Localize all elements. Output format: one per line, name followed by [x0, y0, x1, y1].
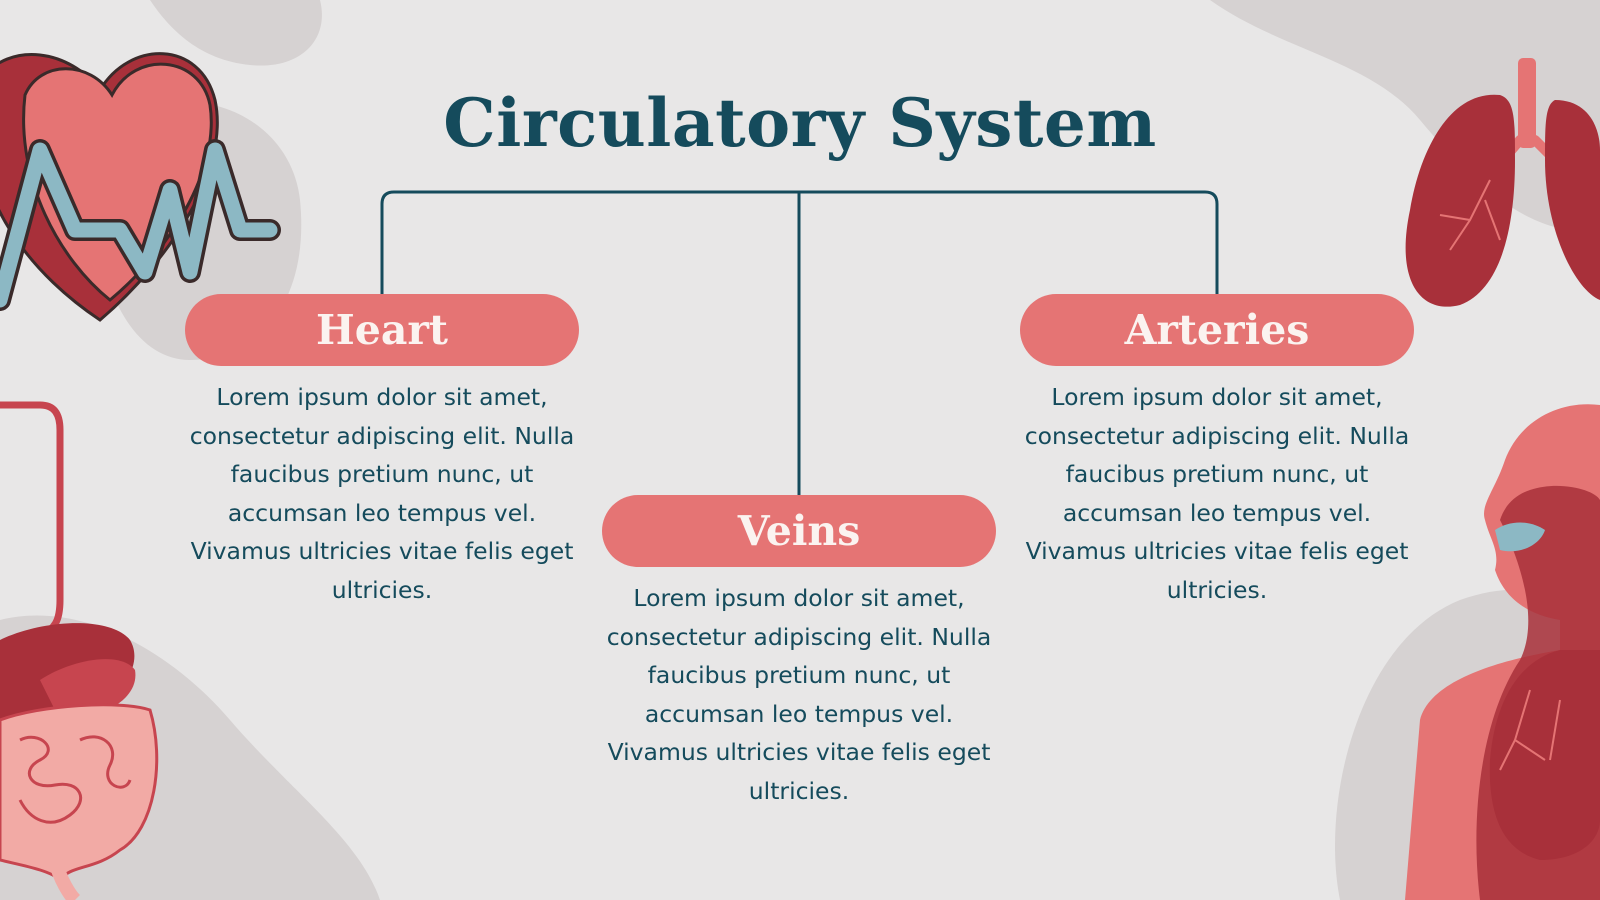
lungs-icon	[1405, 58, 1600, 307]
node-arteries-label: Arteries	[1020, 294, 1414, 366]
node-heart-text: Lorem ipsum dolor sit amet, consectetur …	[189, 383, 575, 604]
node-veins-text: Lorem ipsum dolor sit amet, consectetur …	[606, 584, 992, 805]
digestive-system-icon	[0, 401, 159, 900]
heart-heartbeat-icon	[0, 52, 281, 322]
node-arteries-text: Lorem ipsum dolor sit amet, consectetur …	[1024, 383, 1410, 604]
page-title: Circulatory System	[443, 84, 1157, 162]
node-heart-label: Heart	[185, 294, 579, 366]
blob-top-left	[150, 0, 322, 66]
node-veins-label: Veins	[602, 495, 996, 567]
human-torso-respiratory-icon	[1405, 404, 1600, 900]
